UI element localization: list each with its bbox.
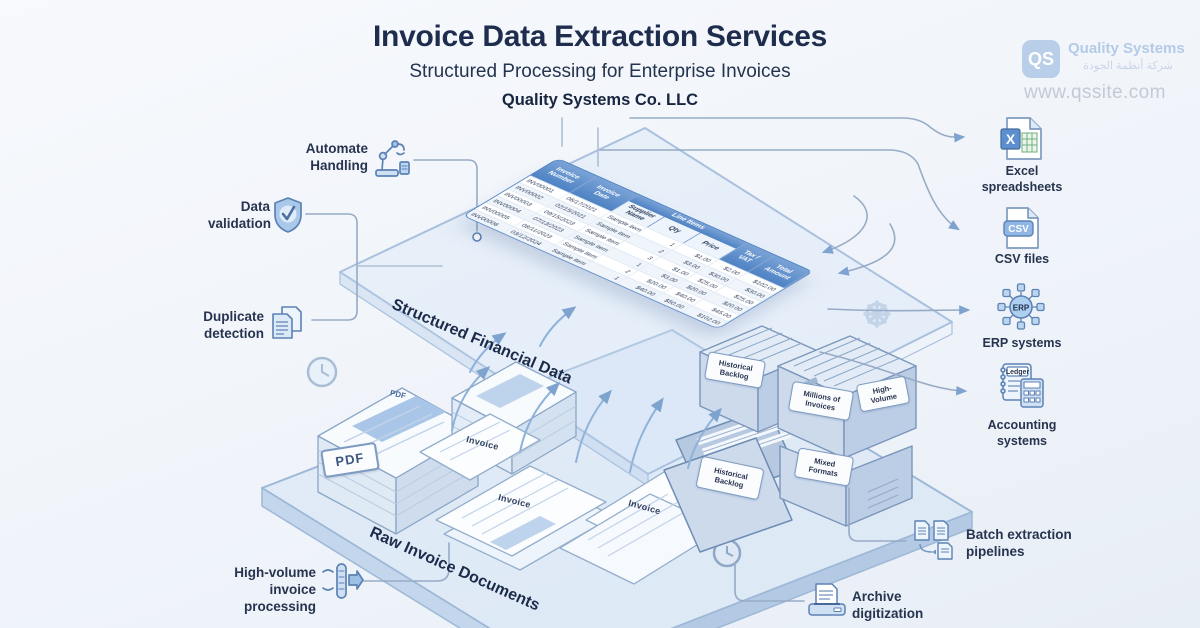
excel-file-icon: X bbox=[1000, 117, 1042, 160]
extraction-arrows bbox=[451, 306, 722, 473]
gear-icon bbox=[863, 300, 891, 328]
pipeline-funnel-icon bbox=[322, 563, 364, 599]
svg-text:X: X bbox=[1006, 131, 1016, 147]
callout-high-volume-processing: High-volume invoice processing bbox=[234, 565, 316, 614]
callout-accounting-systems: Accounting systems bbox=[987, 418, 1057, 448]
company-name: Quality Systems Co. LLC bbox=[501, 91, 699, 109]
svg-text:Ledger: Ledger bbox=[1006, 369, 1030, 376]
header: Invoice Data Extraction Services Structu… bbox=[0, 20, 1200, 110]
brand-name: Quality Systems bbox=[1068, 40, 1185, 57]
batch-documents-icon bbox=[914, 520, 953, 560]
callout-archive-digitization: Archive digitization bbox=[852, 589, 924, 621]
brand-website: www.qssite.com bbox=[1024, 82, 1166, 103]
duplicate-documents-icon bbox=[272, 306, 302, 339]
clock-icon bbox=[712, 538, 742, 568]
callout-data-validation: Data validation bbox=[208, 199, 272, 231]
callout-csv-files: CSV files bbox=[994, 252, 1050, 266]
callout-connectors-left bbox=[305, 117, 599, 582]
shield-check-icon bbox=[274, 197, 302, 233]
callout-erp-systems: ERP systems bbox=[982, 336, 1062, 350]
clock-icon bbox=[306, 356, 338, 388]
ledger-calculator-icon: Ledger bbox=[1000, 363, 1044, 408]
callout-duplicate-detection: Duplicate detection bbox=[203, 309, 264, 341]
historical-backlog-folder bbox=[663, 407, 797, 553]
brand-logo: QS bbox=[1022, 40, 1060, 78]
callout-excel-spreadsheets: Excel spreadsheets bbox=[981, 164, 1063, 194]
robot-arm-icon bbox=[375, 140, 410, 177]
archive-scanner-icon bbox=[808, 583, 846, 616]
callout-batch-extraction: Batch extraction pipelines bbox=[966, 527, 1072, 559]
page-subtitle: Structured Processing for Enterprise Inv… bbox=[409, 61, 791, 82]
csv-file-icon: CSV bbox=[1003, 207, 1039, 249]
brand-name-arabic: شركة أنظمة الجودة bbox=[1083, 60, 1173, 72]
callout-automate-handling: Automate Handling bbox=[305, 141, 368, 173]
page-title: Invoice Data Extraction Services bbox=[373, 20, 827, 53]
svg-text:ERP: ERP bbox=[1013, 304, 1030, 313]
erp-hub-icon: ERP bbox=[997, 283, 1045, 330]
svg-text:CSV: CSV bbox=[1008, 224, 1029, 235]
